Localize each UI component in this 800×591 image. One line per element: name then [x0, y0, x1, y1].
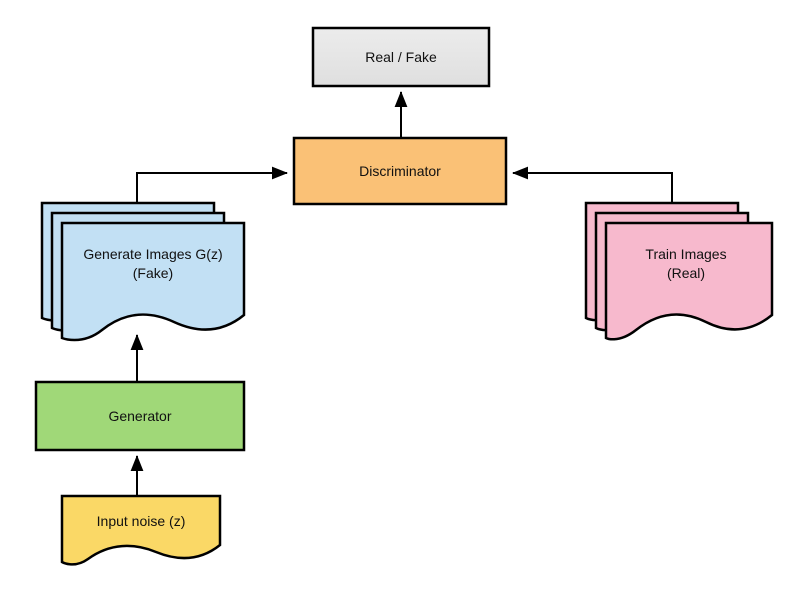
input-noise-shape: [60, 494, 222, 566]
generated-images-layer-front: [60, 221, 246, 342]
node-input-noise[interactable]: [60, 494, 222, 566]
train-images-layer-front: [604, 221, 774, 341]
node-train-images[interactable]: [584, 201, 774, 341]
edge-generated-images-to-discriminator: [136, 166, 288, 203]
node-generated-images[interactable]: [40, 201, 246, 342]
node-real-fake[interactable]: [311, 26, 491, 88]
node-discriminator[interactable]: [292, 136, 508, 206]
node-generator[interactable]: [34, 380, 246, 452]
edge-train-images-to-discriminator: [512, 166, 673, 203]
